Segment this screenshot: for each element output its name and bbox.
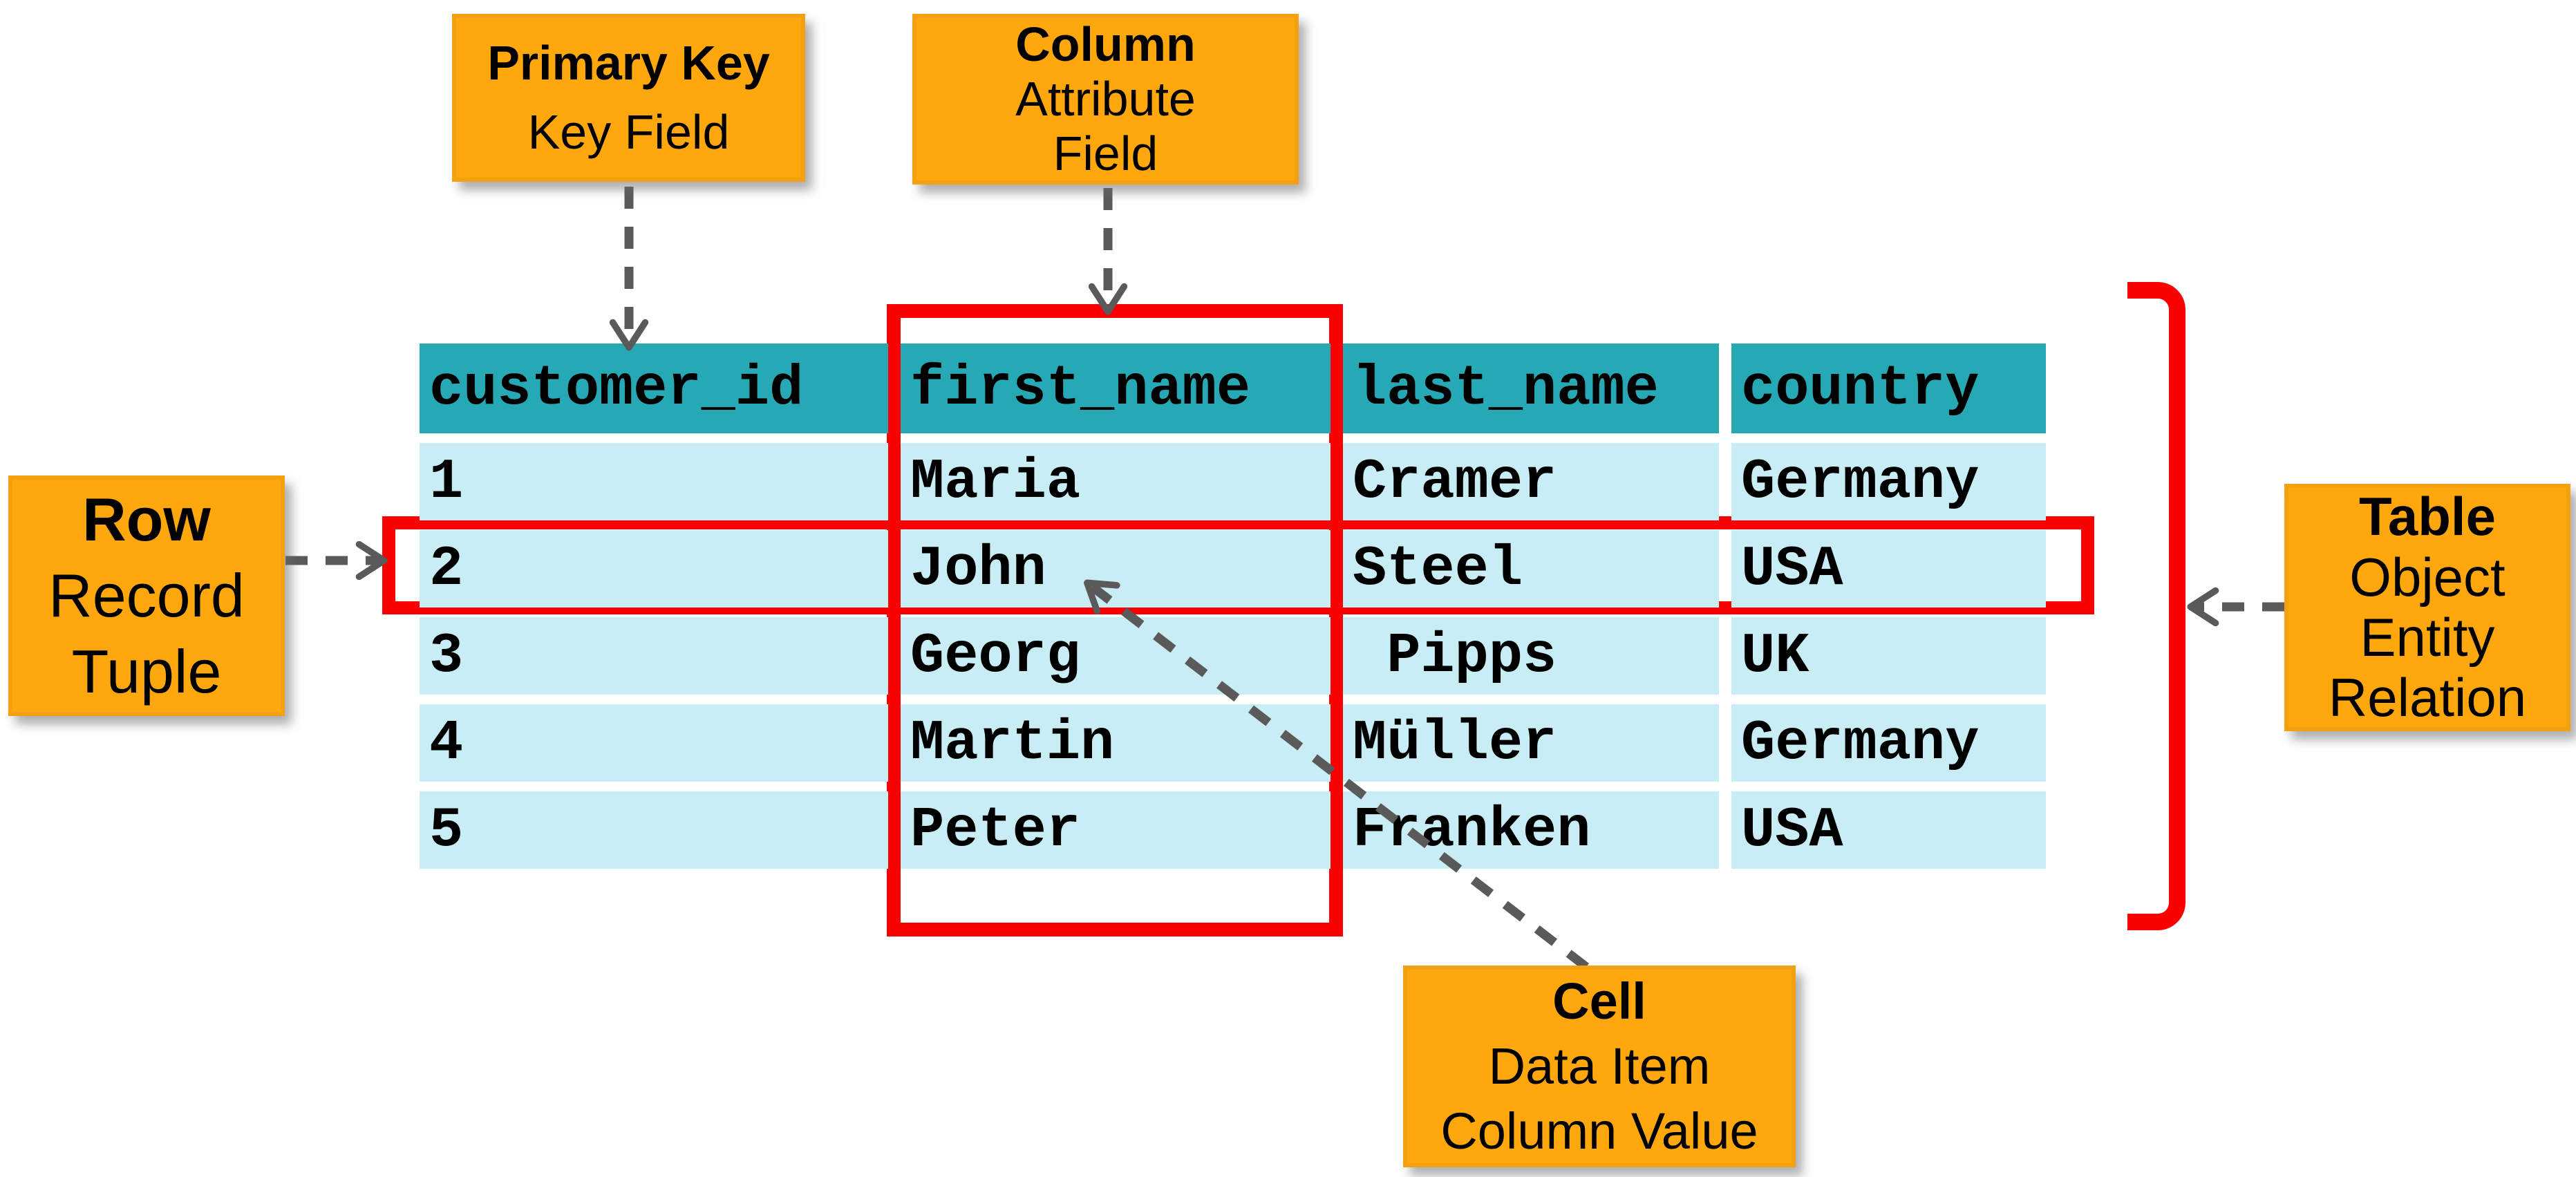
callout-title: Table [2359,486,2496,547]
table-cell: Müller [1343,704,1719,782]
callout-table: Table Object Entity Relation [2284,484,2570,731]
table-cell: 4 [420,704,888,782]
table-bracket [2127,282,2185,930]
table-cell: Pipps [1343,617,1719,695]
table-cell: Franken [1343,791,1719,869]
callout-primary-key: Primary Key Key Field [452,14,805,182]
callout-title: Row [82,485,211,554]
column-header: last_name [1343,343,1719,433]
table-cell: Georg [901,617,1331,695]
table-cell: 1 [420,443,888,520]
callout-line: Entity [2360,607,2495,668]
table-cell: John [901,530,1331,608]
column-header: country [1731,343,2046,433]
table-cell: Maria [901,443,1331,520]
callout-line: Tuple [71,637,222,706]
callout-line: Field [1053,126,1158,181]
callout-line: Object [2349,546,2506,608]
callout-line: Relation [2328,667,2527,728]
table-cell: UK [1731,617,2046,695]
callout-column: Column Attribute Field [912,14,1299,185]
table-cell: Cramer [1343,443,1719,520]
callout-line: Record [48,561,245,630]
database-table: customer_id first_name last_name country… [420,343,2046,869]
table-cell: 5 [420,791,888,869]
table-cell: Peter [901,791,1331,869]
column-header: customer_id [420,343,888,433]
table-cell: Germany [1731,704,2046,782]
callout-line: Column Value [1440,1102,1758,1160]
callout-cell: Cell Data Item Column Value [1403,966,1796,1167]
column-header: first_name [901,343,1331,433]
table-cell: Steel [1343,530,1719,608]
table-cell: USA [1731,530,2046,608]
table-cell: Germany [1731,443,2046,520]
callout-title: Column [1015,17,1196,71]
callout-line: Data Item [1488,1037,1711,1095]
callout-line: Attribute [1015,71,1196,126]
table-cell: 3 [420,617,888,695]
callout-title: Cell [1552,972,1646,1030]
table-cell: 2 [420,530,888,608]
table-cell: USA [1731,791,2046,869]
table-cell: Martin [901,704,1331,782]
callout-title: Primary Key [487,36,770,91]
callout-row: Row Record Tuple [8,475,285,716]
callout-line: Key Field [527,104,730,159]
